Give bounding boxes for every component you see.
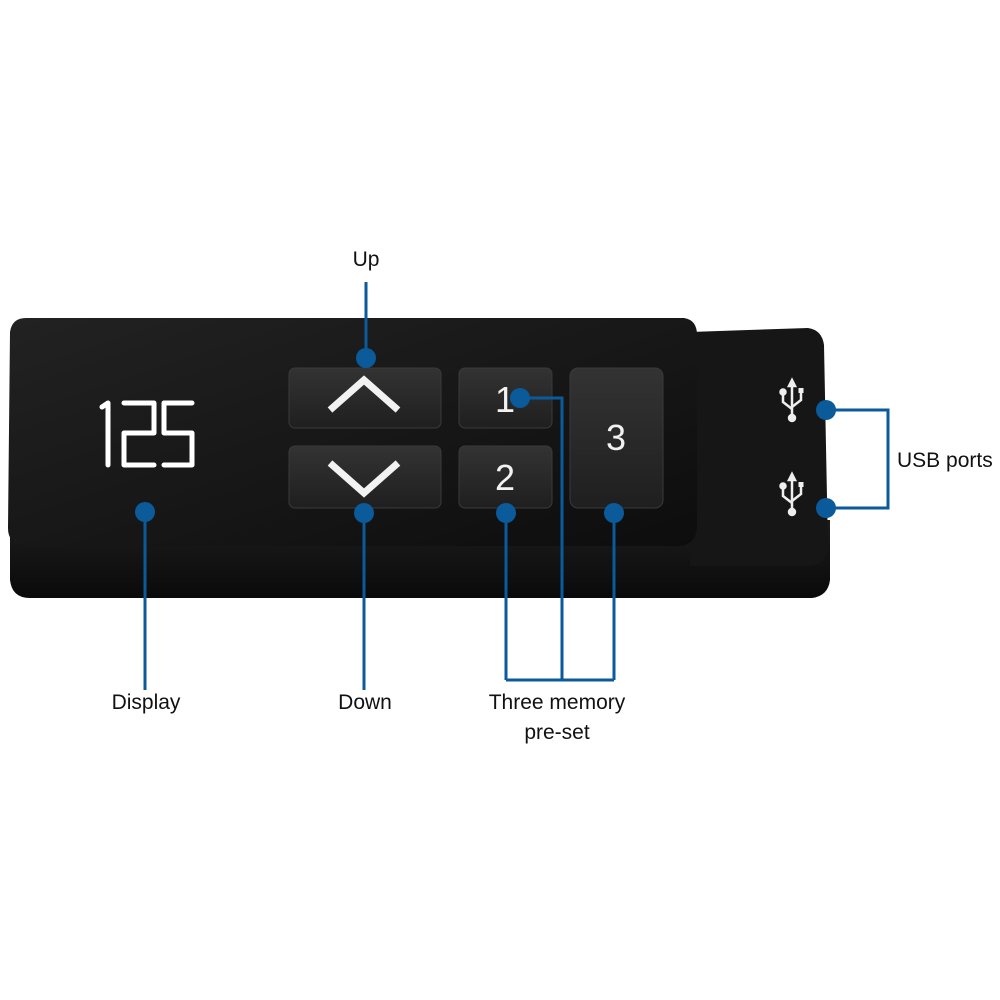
usb-icon [779, 377, 804, 423]
memory-callout-label-line1: Three memory [488, 691, 626, 714]
down-button[interactable] [288, 445, 442, 509]
display-callout-label: Display [111, 691, 181, 714]
callout-dots [135, 348, 836, 523]
usb-port-block [690, 328, 828, 566]
display-reading: 125 [92, 395, 94, 396]
preset-1-label: 1 [494, 379, 516, 420]
preset-3-label: 3 [605, 417, 627, 458]
preset-2-label: 2 [494, 457, 516, 498]
up-callout-label: Up [352, 248, 380, 271]
height-display: 125 [92, 395, 195, 468]
usb-callout-label: USB ports [897, 449, 993, 472]
callout-lines [143, 282, 890, 690]
usb-icon [779, 471, 804, 517]
up-button[interactable] [288, 367, 442, 429]
down-callout-label: Down [338, 691, 392, 714]
memory-callout-label-line2: pre-set [524, 721, 590, 744]
chevron-down-icon [327, 460, 401, 498]
chevron-up-icon [327, 375, 401, 413]
